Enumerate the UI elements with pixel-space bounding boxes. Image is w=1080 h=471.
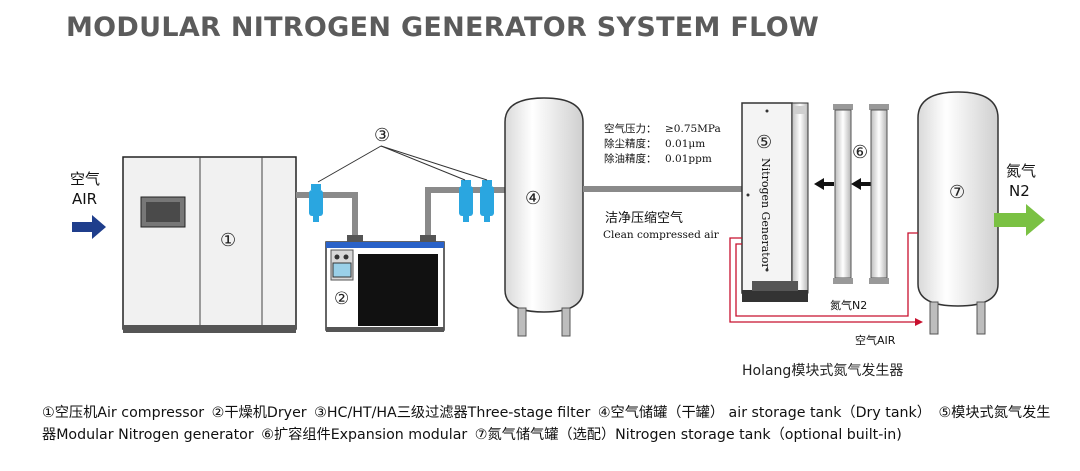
filter-pair bbox=[459, 180, 494, 222]
clean-air-label-cn: 洁净压缩空气 bbox=[605, 210, 683, 226]
caption-item: ①空压机Air compressor bbox=[42, 405, 205, 421]
filter-callout-lines bbox=[317, 145, 488, 183]
air-line-label: 空气AIR bbox=[855, 333, 896, 347]
air-pipe-1 bbox=[296, 192, 358, 235]
spec-dust-value: 0.01μm bbox=[665, 138, 705, 150]
n2-outlet-arrow bbox=[994, 204, 1045, 236]
red-air-arrowhead bbox=[915, 318, 923, 326]
expansion-modular bbox=[833, 104, 889, 284]
generator-number: ⑤ bbox=[756, 132, 772, 153]
caption-item: ⑦氮气储气罐（选配）Nitrogen storage tank（optional… bbox=[474, 427, 902, 443]
inlet-label-en: AIR bbox=[72, 190, 97, 208]
nitrogen-generator bbox=[741, 102, 809, 302]
caption-item: ②干燥机Dryer bbox=[211, 405, 307, 421]
outlet-label-cn: 氮气 bbox=[1006, 162, 1036, 180]
air-tank-number: ④ bbox=[525, 188, 541, 209]
dryer bbox=[325, 235, 445, 332]
expansion-number: ⑥ bbox=[852, 142, 868, 163]
brand-label: Holang模块式氮气发生器 bbox=[742, 363, 904, 379]
legend-caption: ①空压机Air compressor ②干燥机Dryer ③HC/HT/HA三级… bbox=[42, 402, 1052, 446]
filter-number: ③ bbox=[374, 125, 390, 146]
spec-pressure-value: ≥0.75MPa bbox=[665, 123, 721, 135]
generator-vertical-label: Nitrogen Generator bbox=[759, 158, 772, 269]
spec-oil-label: 除油精度： bbox=[604, 152, 657, 165]
clean-air-label-en: Clean compressed air bbox=[603, 229, 720, 241]
flow-arrow-between-modules bbox=[851, 178, 871, 190]
flow-arrow-into-generator bbox=[814, 178, 834, 190]
n2-line-label: 氮气N2 bbox=[830, 298, 867, 312]
spec-pressure-label: 空气压力： bbox=[604, 122, 657, 135]
nitrogen-storage-tank bbox=[917, 91, 999, 335]
filter-single bbox=[309, 184, 323, 222]
air-compressor bbox=[122, 156, 297, 333]
red-flow-lines bbox=[729, 232, 918, 323]
n2-tank-number: ⑦ bbox=[949, 182, 965, 203]
outlet-label-en: N2 bbox=[1009, 182, 1030, 200]
caption-item: ⑥扩容组件Expansion modular bbox=[261, 427, 468, 443]
air-inlet-arrow bbox=[72, 215, 106, 239]
caption-item: ⑤模块式氮气发生器Modular Nitrogen generator bbox=[42, 405, 1051, 443]
caption-item: ③HC/HT/HA三级过滤器Three-stage filter bbox=[314, 405, 591, 421]
caption-item: ④空气储罐（干罐） air storage tank（Dry tank） bbox=[597, 405, 931, 421]
inlet-label-cn: 空气 bbox=[70, 170, 100, 188]
spec-dust-label: 除尘精度： bbox=[604, 137, 657, 150]
compressor-number: ① bbox=[220, 230, 236, 251]
page-title: MODULAR NITROGEN GENERATOR SYSTEM FLOW bbox=[66, 12, 820, 43]
air-storage-tank bbox=[504, 97, 584, 337]
dryer-number: ② bbox=[334, 289, 349, 309]
spec-oil-value: 0.01ppm bbox=[665, 153, 712, 165]
